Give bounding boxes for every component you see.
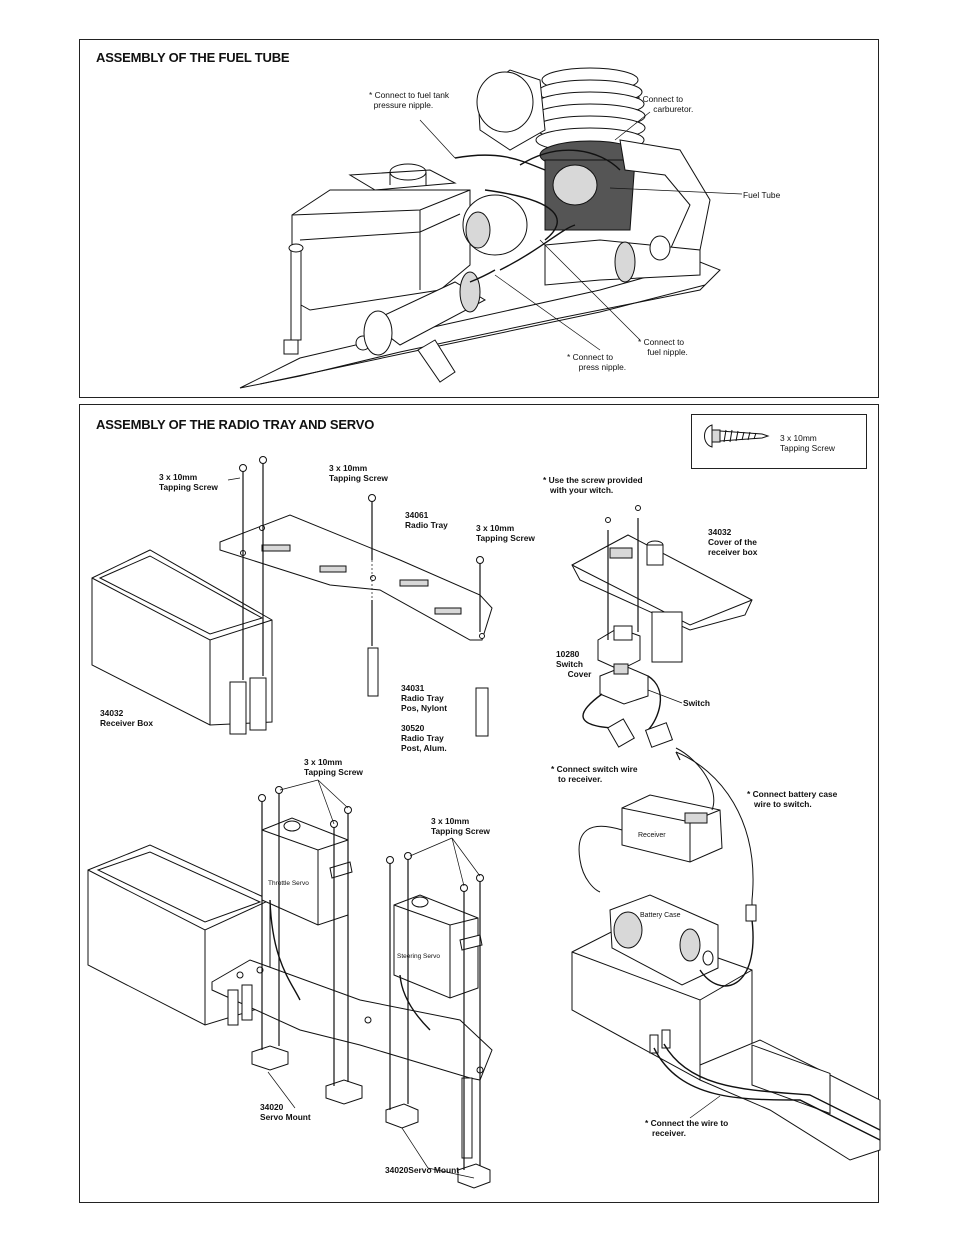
label-press-nipple: * Connect to press nipple. xyxy=(567,352,627,372)
radio-tray-panel: ASSEMBLY OF THE RADIO TRAY AND SERVO xyxy=(79,404,879,1203)
label-servo-mount-b: 34020Servo Mount xyxy=(385,1165,460,1175)
label-screw-e: 3 x 10mm Tapping Screw xyxy=(431,816,490,836)
label-screw-b: 3 x 10mm Tapping Screw xyxy=(329,463,388,483)
label-carburetor: * Connect to carburetor. xyxy=(637,94,694,114)
label-battery-case: Battery Case xyxy=(640,912,681,919)
label-cover-box: 34032 Cover of the receiver box xyxy=(708,527,758,557)
inset-screw-label: 3 x 10mm Tapping Screw xyxy=(780,433,835,453)
battery-case-part xyxy=(609,894,719,986)
switch-part xyxy=(599,663,649,705)
steering-servo-part xyxy=(393,894,483,999)
inset-screw-icon xyxy=(704,424,770,448)
label-throttle-servo: Throttle Servo xyxy=(268,880,309,887)
label-steering-servo: Steering Servo xyxy=(397,953,440,960)
receiver-part xyxy=(621,794,723,863)
label-receiver-box: 34032 Receiver Box xyxy=(100,708,154,728)
label-connect-battery: * Connect battery case wire to switch. xyxy=(747,789,838,809)
label-fuel-nipple: * Connect to fuel nipple. xyxy=(638,337,688,357)
label-tray-post: 30520 Radio Tray Post, Alum. xyxy=(401,723,447,753)
receiver-cover xyxy=(571,534,753,663)
label-screw-c: 3 x 10mm Tapping Screw xyxy=(476,523,535,543)
servo-screws xyxy=(258,779,484,1179)
label-servo-mount-a: 34020 Servo Mount xyxy=(260,1102,311,1122)
label-radio-tray: 34061 Radio Tray xyxy=(405,510,448,530)
screw-inset-box xyxy=(691,414,867,469)
label-switch-cover: 10280 Switch Cover xyxy=(556,649,592,679)
label-connect-wire: * Connect the wire to receiver. xyxy=(645,1118,729,1138)
receiver-box xyxy=(91,549,273,726)
label-tray-pos: 34031 Radio Tray Pos, Nylont xyxy=(401,683,448,713)
radio-tray-title: ASSEMBLY OF THE RADIO TRAY AND SERVO xyxy=(96,417,375,432)
switch-cover-part xyxy=(597,625,641,671)
label-tank-nipple: * Connect to fuel tank pressure nipple. xyxy=(369,90,450,110)
label-screw-d: 3 x 10mm Tapping Screw xyxy=(304,757,363,777)
label-fuel-tube: Fuel Tube xyxy=(743,190,781,200)
fuel-tube-panel: ASSEMBLY OF THE FUEL TUBE xyxy=(79,39,879,398)
throttle-servo-part xyxy=(261,817,353,926)
tray-screws xyxy=(227,456,484,680)
radio-tray-plate xyxy=(219,514,493,641)
fuel-tube-title: ASSEMBLY OF THE FUEL TUBE xyxy=(96,50,290,65)
label-connect-switch: * Connect switch wire to receiver. xyxy=(551,764,638,784)
label-use-screw: * Use the screw provided with your witch… xyxy=(543,475,643,495)
label-screw-a: 3 x 10mm Tapping Screw xyxy=(159,472,218,492)
label-switch: Switch xyxy=(683,698,710,708)
label-receiver: Receiver xyxy=(638,832,666,839)
